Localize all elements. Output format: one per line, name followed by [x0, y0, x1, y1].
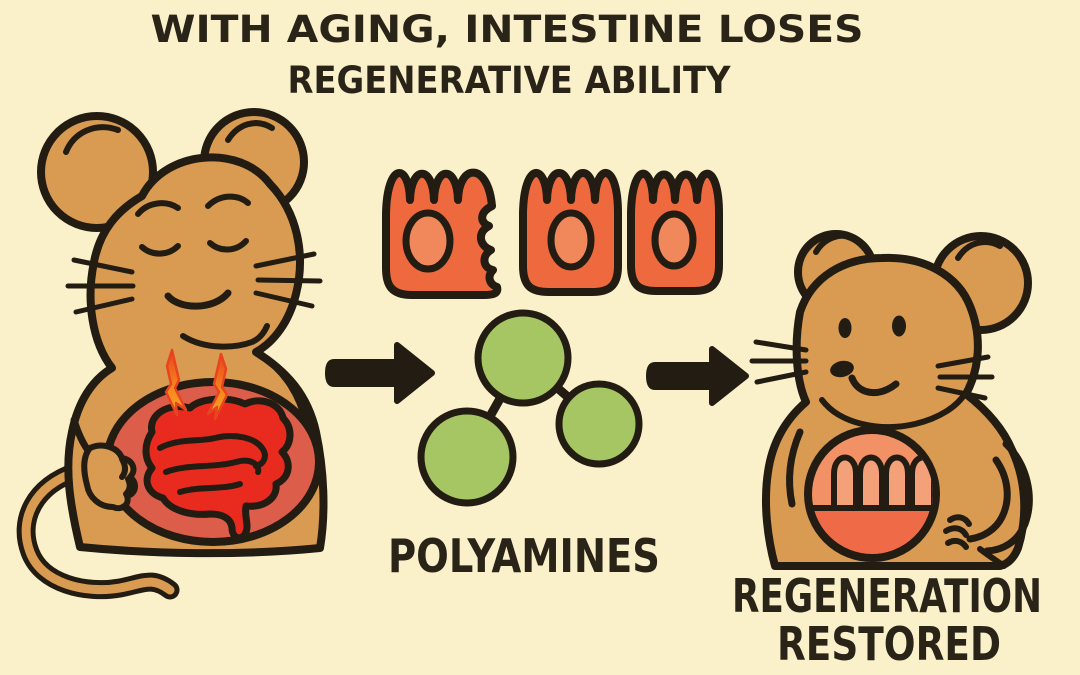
old-mouse-left-eyebrow: [135, 200, 181, 217]
villus: [883, 454, 911, 511]
regeneration-label-line-2: RESTORED: [777, 617, 1001, 671]
crypt-lumen-hole: [547, 209, 595, 271]
title-line-1: WITH AGING, INTESTINE LOSES: [151, 8, 864, 51]
polyamine-molecule: [417, 309, 643, 507]
young-mouse-whiskers: [749, 339, 995, 401]
old-mouse-frown-mouth: [164, 289, 232, 310]
arrow-right-icon: [325, 342, 435, 404]
intestine-fold-line: [177, 481, 243, 495]
paw-finger-line: [119, 456, 128, 480]
intestine-fold-line: [157, 433, 268, 469]
old-mouse-whiskers: [65, 251, 323, 315]
whisker: [753, 339, 809, 353]
intestinal-crypt-fragments: [382, 168, 723, 299]
young-mouse-smile-mouth: [848, 374, 900, 396]
paw-finger-line: [123, 476, 133, 497]
crypt-lumen-hole: [651, 210, 697, 270]
young-mouse: [749, 230, 1033, 570]
pain-flame-icon: [164, 348, 188, 417]
paw-finger-line: [945, 537, 969, 550]
paw-finger-line: [947, 514, 972, 527]
old-mouse-right-ear-inner-line: [225, 120, 275, 143]
young-mouse-jaw-line: [819, 389, 969, 430]
whisker: [754, 369, 809, 385]
whisker: [935, 385, 988, 401]
young-mouse-left-ear-inner-line: [813, 232, 857, 255]
old-mouse-right-eyebrow: [205, 193, 251, 209]
villus: [831, 454, 859, 511]
polyamines-label: POLYAMINES: [388, 529, 660, 583]
molecule-atom: [555, 380, 643, 468]
villus: [857, 454, 885, 511]
young-mouse-right-ear-inner-line: [955, 239, 1003, 261]
title-line-2: REGENERATIVE ABILITY: [288, 59, 732, 102]
whisker: [255, 277, 323, 284]
regeneration-label-line-1: REGENERATION: [732, 569, 1042, 623]
young-mouse-left-arm-line: [786, 428, 804, 508]
whisker: [935, 354, 991, 369]
young-mouse-hip-line: [977, 546, 1007, 569]
old-mouse-tail: [21, 467, 175, 595]
young-mouse-right-arm-inner: [966, 456, 1011, 543]
inflamed-intestine: [142, 395, 294, 542]
young-mouse-right-arm-outer: [983, 440, 1033, 555]
whisker: [71, 257, 135, 275]
crypt-lumen-hole: [402, 209, 454, 273]
regenerated-villi: [811, 454, 933, 511]
old-mouse-right-arm-line: [258, 352, 310, 426]
young-mouse-nose: [830, 360, 854, 378]
young-mouse-left-eye: [838, 318, 852, 338]
old-mouse-jaw-line: [180, 323, 270, 350]
old-mouse-left-ear-inner-line: [63, 124, 121, 155]
old-mouse: [16, 108, 328, 600]
whisker: [253, 290, 315, 309]
old-mouse-left-closed-eye: [139, 243, 181, 257]
pain-flame-icon: [206, 352, 229, 421]
old-mouse-right-closed-eye: [207, 238, 249, 253]
paw-finger-line: [943, 525, 969, 538]
molecule-atom: [474, 309, 572, 407]
intestine-fold-line: [163, 457, 262, 475]
whisker: [253, 251, 317, 269]
young-mouse-right-eye: [892, 315, 906, 337]
molecule-atom: [417, 407, 517, 507]
whisker: [73, 296, 135, 315]
arrow-right-icon: [646, 346, 749, 406]
